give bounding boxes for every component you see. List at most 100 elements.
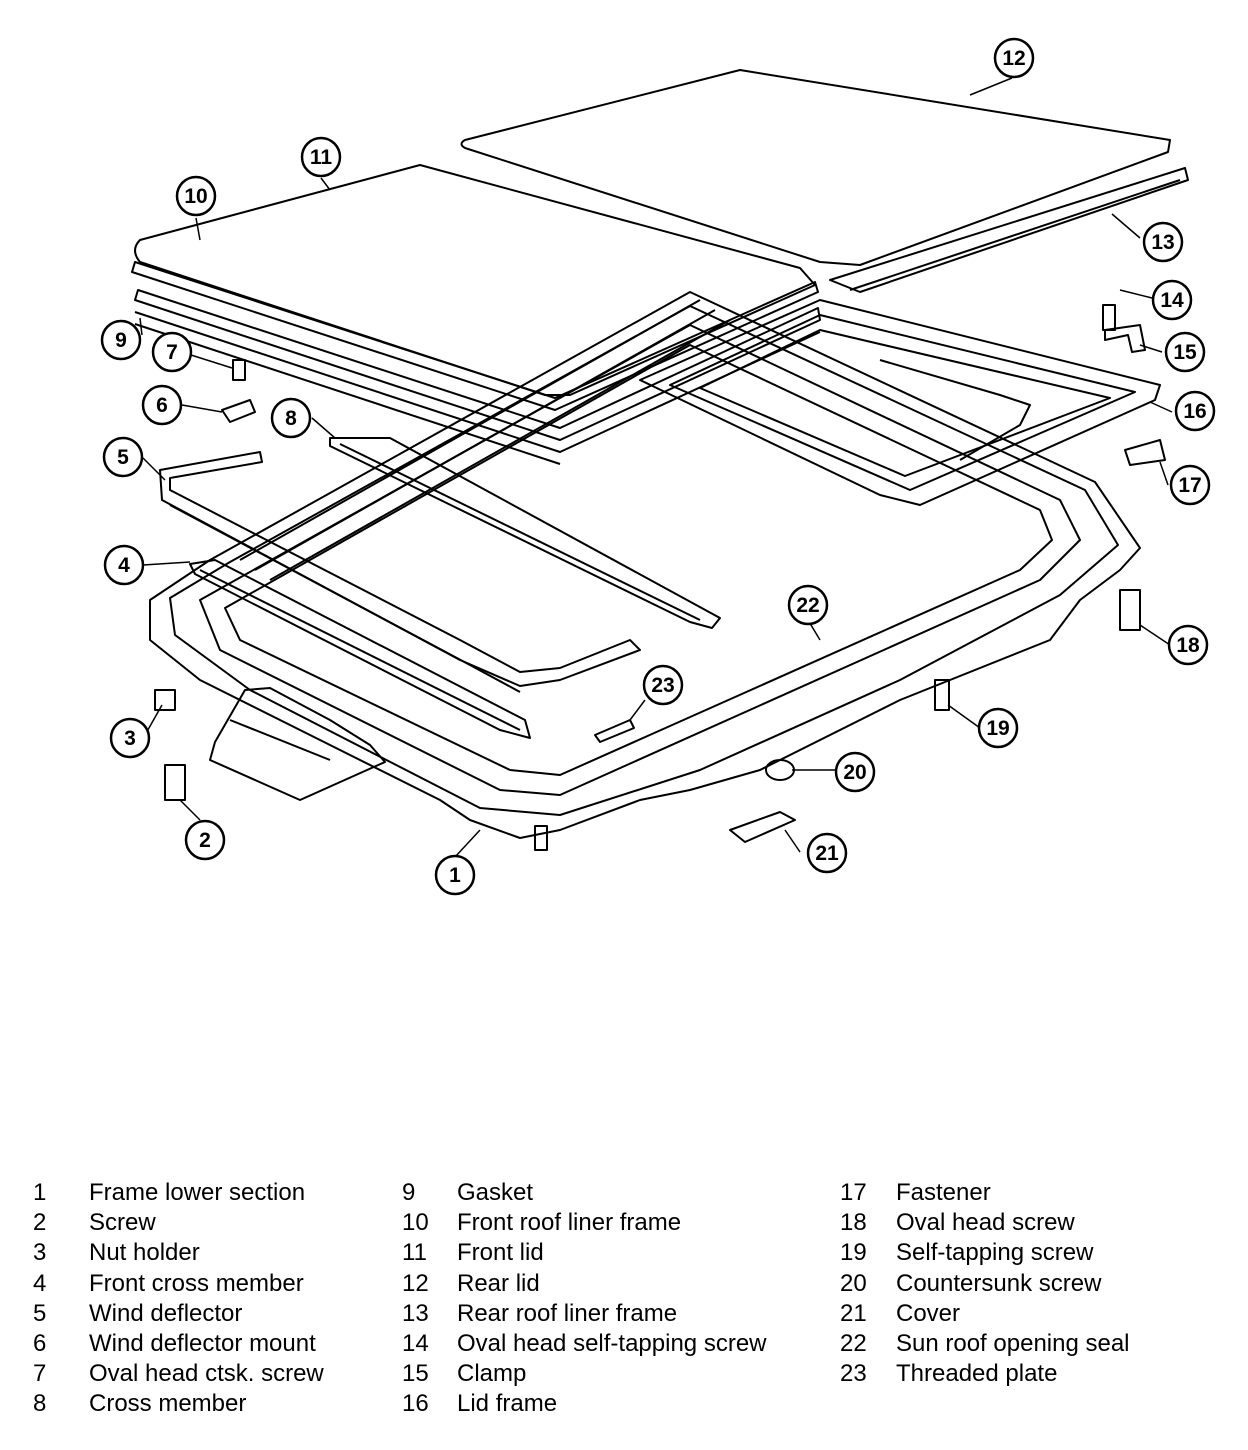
callout-number: 19	[986, 717, 1009, 740]
legend-number: 19	[840, 1239, 867, 1267]
legend-label: Sun roof opening seal	[896, 1329, 1130, 1357]
callout-circle	[1174, 390, 1216, 432]
legend-label: Wind deflector mount	[89, 1329, 316, 1357]
legend-label: Oval head screw	[896, 1209, 1075, 1237]
callout-circle	[1151, 279, 1193, 321]
callout-circle	[1167, 624, 1209, 666]
callout-1: 1	[434, 854, 476, 896]
rear-roof-liner-frame	[829, 167, 1189, 293]
legend-label: Cover	[896, 1299, 961, 1327]
legend-label: Lid frame	[457, 1390, 558, 1418]
callout-21: 21	[806, 832, 848, 874]
callout-number: 1	[449, 864, 461, 887]
callout-10: 10	[175, 175, 217, 217]
callout-circle	[270, 397, 312, 439]
callout-number: 21	[815, 842, 839, 865]
callout-19: 19	[977, 707, 1019, 749]
legend-number: 14	[402, 1329, 429, 1357]
legend-number: 22	[840, 1329, 867, 1357]
legend-label: Rear lid	[457, 1269, 540, 1297]
legend-label: Countersunk screw	[896, 1269, 1102, 1297]
legend-label: Front lid	[457, 1239, 544, 1267]
legend-number: 20	[840, 1269, 867, 1297]
legend-number: 6	[33, 1329, 47, 1357]
legend-label: Front roof liner frame	[457, 1209, 682, 1237]
callout-circle	[1142, 221, 1184, 263]
legend-number: 11	[402, 1239, 427, 1267]
legend-label: Nut holder	[89, 1239, 200, 1267]
legend-number: 2	[33, 1209, 47, 1237]
legend-label: Frame lower section	[89, 1179, 306, 1206]
legend-label: Front cross member	[89, 1269, 304, 1297]
callout-4: 4	[103, 544, 145, 586]
callout-23: 23	[642, 664, 684, 706]
callout-circle	[1164, 331, 1206, 373]
callout-circle	[109, 717, 151, 759]
lid-frame-part	[639, 299, 1161, 506]
callout-number: 12	[1002, 47, 1025, 70]
callout-20: 20	[834, 751, 876, 793]
small-parts	[154, 304, 1166, 851]
wind-deflector-part	[159, 451, 641, 693]
callout-circle	[100, 319, 142, 361]
callout-12: 12	[993, 37, 1035, 79]
callout-16: 16	[1174, 390, 1216, 432]
callout-number: 5	[117, 446, 129, 469]
callout-8: 8	[270, 397, 312, 439]
legend-label: Threaded plate	[896, 1360, 1058, 1388]
legend-label: Rear roof liner frame	[457, 1299, 678, 1327]
callout-number: 13	[1151, 231, 1174, 254]
legend-number: 10	[402, 1209, 429, 1237]
gasket-part	[134, 289, 821, 465]
callout-number: 6	[156, 394, 168, 417]
callout-number: 2	[199, 829, 211, 852]
callout-number: 11	[310, 146, 333, 169]
callout-number: 14	[1160, 289, 1184, 312]
legend-number: 7	[33, 1360, 47, 1388]
callout-circle	[175, 175, 217, 217]
callout-number: 22	[796, 594, 819, 617]
legend-label: Cross member	[89, 1390, 247, 1418]
legend-label: Fastener	[896, 1179, 991, 1206]
callout-number: 23	[651, 674, 674, 697]
legend-label: Screw	[89, 1209, 156, 1237]
callout-circle	[834, 751, 876, 793]
legend-number: 21	[840, 1299, 867, 1327]
leader-lines	[139, 77, 1173, 858]
legend-number: 23	[840, 1360, 867, 1388]
callout-number: 16	[1183, 400, 1206, 423]
legend-number: 8	[33, 1390, 47, 1418]
callout-14: 14	[1151, 279, 1193, 321]
callout-number: 20	[843, 761, 866, 784]
legend-label: Oval head self-tapping screw	[457, 1329, 767, 1357]
legend-label: Oval head ctsk. screw	[89, 1360, 324, 1388]
callout-number: 3	[124, 727, 136, 750]
callout-circle	[1169, 464, 1211, 506]
callout-9: 9	[100, 319, 142, 361]
callout-circle	[993, 37, 1035, 79]
callout-13: 13	[1142, 221, 1184, 263]
callout-circle	[806, 832, 848, 874]
callout-7: 7	[151, 331, 193, 373]
legend-label: Clamp	[457, 1360, 527, 1388]
front-lid-part	[134, 164, 816, 396]
callout-circle	[434, 854, 476, 896]
callout-22: 22	[787, 584, 829, 626]
legend-number: 13	[402, 1299, 429, 1327]
cross-member-part	[329, 437, 721, 629]
callout-3: 3	[109, 717, 151, 759]
legend-number: 15	[402, 1360, 429, 1388]
callout-number: 8	[285, 407, 297, 430]
callout-circle	[787, 584, 829, 626]
callout-number: 4	[118, 554, 130, 577]
legend-number: 5	[33, 1299, 47, 1327]
callout-2: 2	[184, 819, 226, 861]
legend-number: 12	[402, 1269, 429, 1297]
legend-label: Gasket	[457, 1179, 534, 1206]
rear-lid-part	[460, 69, 1171, 266]
legend-number: 9	[402, 1179, 416, 1206]
callout-number: 9	[115, 329, 127, 352]
callout-circle	[151, 331, 193, 373]
callout-11: 11	[300, 136, 342, 178]
